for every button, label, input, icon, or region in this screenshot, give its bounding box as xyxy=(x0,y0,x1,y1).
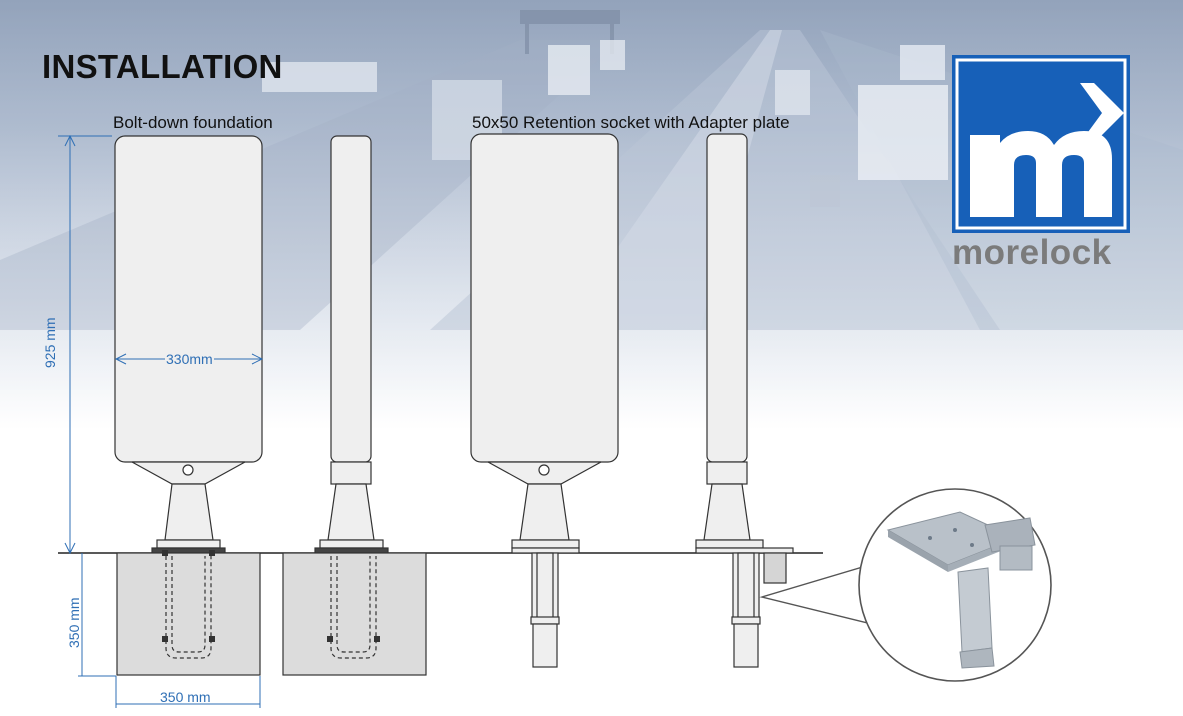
dimension-height-label: 925 mm xyxy=(42,317,58,368)
dimension-panel-width-label: 330mm xyxy=(165,351,214,367)
caption-retention-socket: 50x50 Retention socket with Adapter plat… xyxy=(472,113,790,132)
dimension-lines xyxy=(58,134,264,708)
sign-side-retention-socket xyxy=(695,133,794,668)
caption-bolt-down: Bolt-down foundation xyxy=(113,113,273,132)
sign-side-bolt-down xyxy=(282,135,427,676)
brand-name: morelock xyxy=(952,233,1112,272)
sign-front-bolt-down xyxy=(114,135,263,676)
page-title: INSTALLATION xyxy=(42,48,283,85)
socket-detail-image xyxy=(759,488,1052,682)
dimension-depth-label: 350 mm xyxy=(66,597,82,648)
sign-front-retention-socket xyxy=(470,133,619,668)
morelock-logo-icon xyxy=(952,55,1130,233)
dimension-foundation-width-label: 350 mm xyxy=(160,689,211,705)
